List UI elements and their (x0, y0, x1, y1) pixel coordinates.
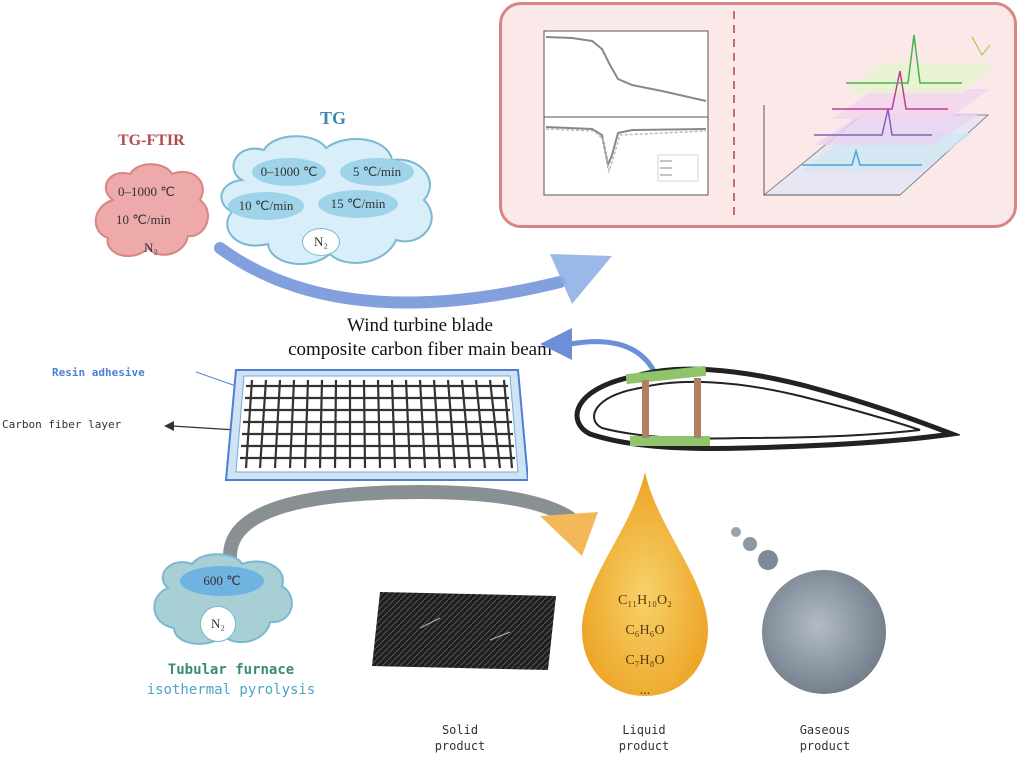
solid-label-line2: product (434, 739, 486, 753)
liquid-formula-4: ... (639, 683, 651, 698)
dtg-plot (543, 116, 709, 196)
gaseous-label: Gaseous product (780, 722, 870, 754)
furnace-temp-pill: 600 ℃ (180, 566, 264, 596)
arrow-to-panel (214, 242, 612, 309)
blade-title-line2: composite carbon fiber main beam (288, 339, 552, 360)
tgftir-temp: 0–1000 ℃ (118, 184, 175, 199)
furnace-label-line1: Tubular furnace (167, 662, 295, 678)
carbon-label: Carbon fiber layer (2, 418, 122, 431)
tgftir-title: TG-FTIR (118, 132, 185, 149)
liquid-label-line2: product (618, 739, 670, 753)
gaseous-label-line1: Gaseous (799, 723, 851, 737)
results-panel-graphics (543, 11, 996, 219)
liquid-label: Liquid product (604, 722, 684, 754)
arrow-to-products (223, 484, 598, 563)
furnace-label: Tubular furnace isothermal pyrolysis (124, 660, 338, 700)
tgftir-gas: N₂ (144, 240, 158, 255)
furnace-temp: 600 ℃ (203, 573, 241, 588)
tg-title: TG (320, 108, 347, 128)
tg-gas: N₂ (314, 234, 328, 249)
tg-temp: 0–1000 ℃ (260, 164, 318, 179)
tg-rate-2: 10 ℃/min (238, 198, 294, 213)
tg-plot (543, 30, 709, 118)
liquid-droplet (582, 472, 708, 696)
liquid-formula-2: C₆H₆O (625, 623, 665, 638)
resin-label: Resin adhesive (52, 366, 145, 379)
liquid-formula-3: C₇H₈O (625, 653, 665, 668)
liquid-label-line1: Liquid (622, 723, 666, 737)
gaseous-label-line2: product (799, 739, 851, 753)
furnace-gas-pill: N₂ (200, 606, 236, 642)
blade-title-line1: Wind turbine blade (347, 315, 493, 336)
solid-label-line1: Solid (441, 723, 479, 737)
furnace-label-line2: isothermal pyrolysis (146, 682, 316, 698)
liquid-formulas: C₁₁H₁₀O₂ C₆H₆O C₇H₈O ... (578, 586, 712, 706)
tg-temp-pill: 0–1000 ℃ (252, 158, 326, 186)
solid-label: Solid product (420, 722, 500, 754)
carbon-pointer (164, 421, 237, 431)
gaseous-product (731, 527, 886, 694)
tg-gas-pill: N₂ (302, 228, 340, 256)
tg-rate-pill-2: 10 ℃/min (228, 192, 304, 220)
solid-product-image (372, 592, 556, 670)
tgftir-rate: 10 ℃/min (116, 212, 171, 227)
liquid-formula-1: C₁₁H₁₀O₂ (618, 593, 672, 608)
tg-rate-pill-3: 15 ℃/min (318, 190, 398, 218)
blade-cross-section (574, 365, 960, 451)
tgftir-cloud (94, 163, 209, 258)
tg-rate-1: 5 ℃/min (352, 164, 402, 179)
resin-pointer (196, 371, 237, 387)
tg-rate-pill-1: 5 ℃/min (340, 158, 414, 186)
furnace-gas: N₂ (211, 616, 225, 631)
results-panel (499, 2, 1017, 228)
tg-rate-3: 15 ℃/min (330, 196, 386, 211)
blade-title: Wind turbine blade composite carbon fibe… (200, 314, 640, 362)
carbon-fiber-grid (224, 369, 528, 481)
ftir-3d-plot (762, 34, 996, 196)
